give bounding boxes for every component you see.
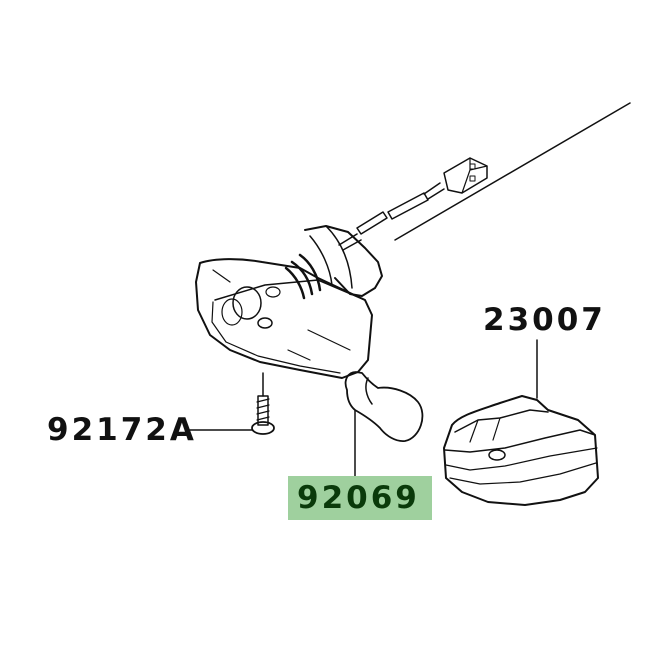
screw-icon — [189, 372, 275, 435]
bulb-icon — [344, 371, 424, 477]
lens-cover-icon — [443, 339, 599, 506]
wire-connector-icon — [338, 157, 488, 251]
part-number-label-23007[interactable]: 23007 — [483, 302, 606, 338]
lamp-housing-icon — [195, 258, 373, 379]
mounting-axis-line — [394, 102, 631, 241]
part-number-label-92172A[interactable]: 92172A — [47, 412, 197, 448]
part-number-label-92069-highlighted[interactable]: 92069 — [288, 476, 432, 520]
